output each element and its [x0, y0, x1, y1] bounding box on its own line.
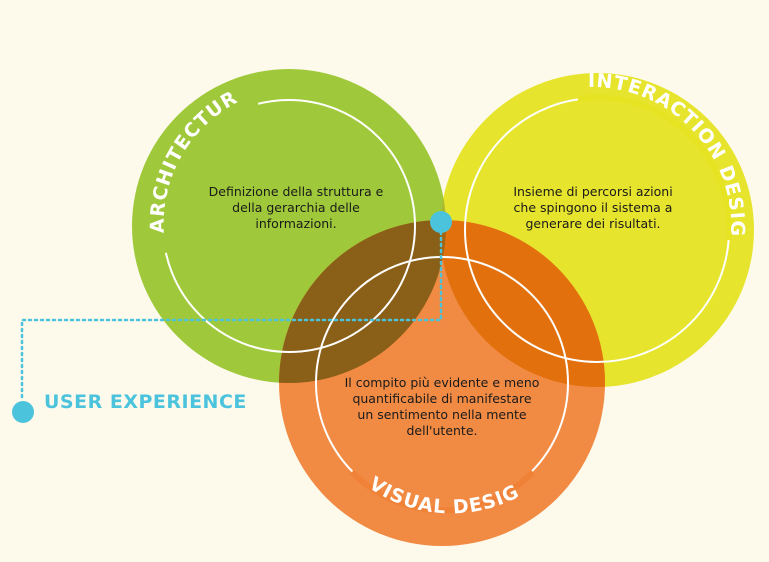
- visual-description: Il compito più evidente e meno quantific…: [344, 375, 540, 438]
- ux-connector-line: [20, 230, 443, 400]
- arch-ring-gap: [158, 100, 259, 254]
- interaction-description: Insieme di percorsi azioni che spingono …: [513, 184, 673, 231]
- visual-ring-gap: [349, 469, 536, 514]
- ux-end-dot: [12, 401, 34, 423]
- user-experience-label: USER EXPERIENCE: [44, 391, 247, 413]
- architecture-description: Definizione della struttura e della gera…: [208, 184, 384, 231]
- inter-ring-gap: [577, 94, 733, 241]
- overlap-arch-visual: [279, 220, 446, 383]
- ux-center-dot: [430, 211, 452, 233]
